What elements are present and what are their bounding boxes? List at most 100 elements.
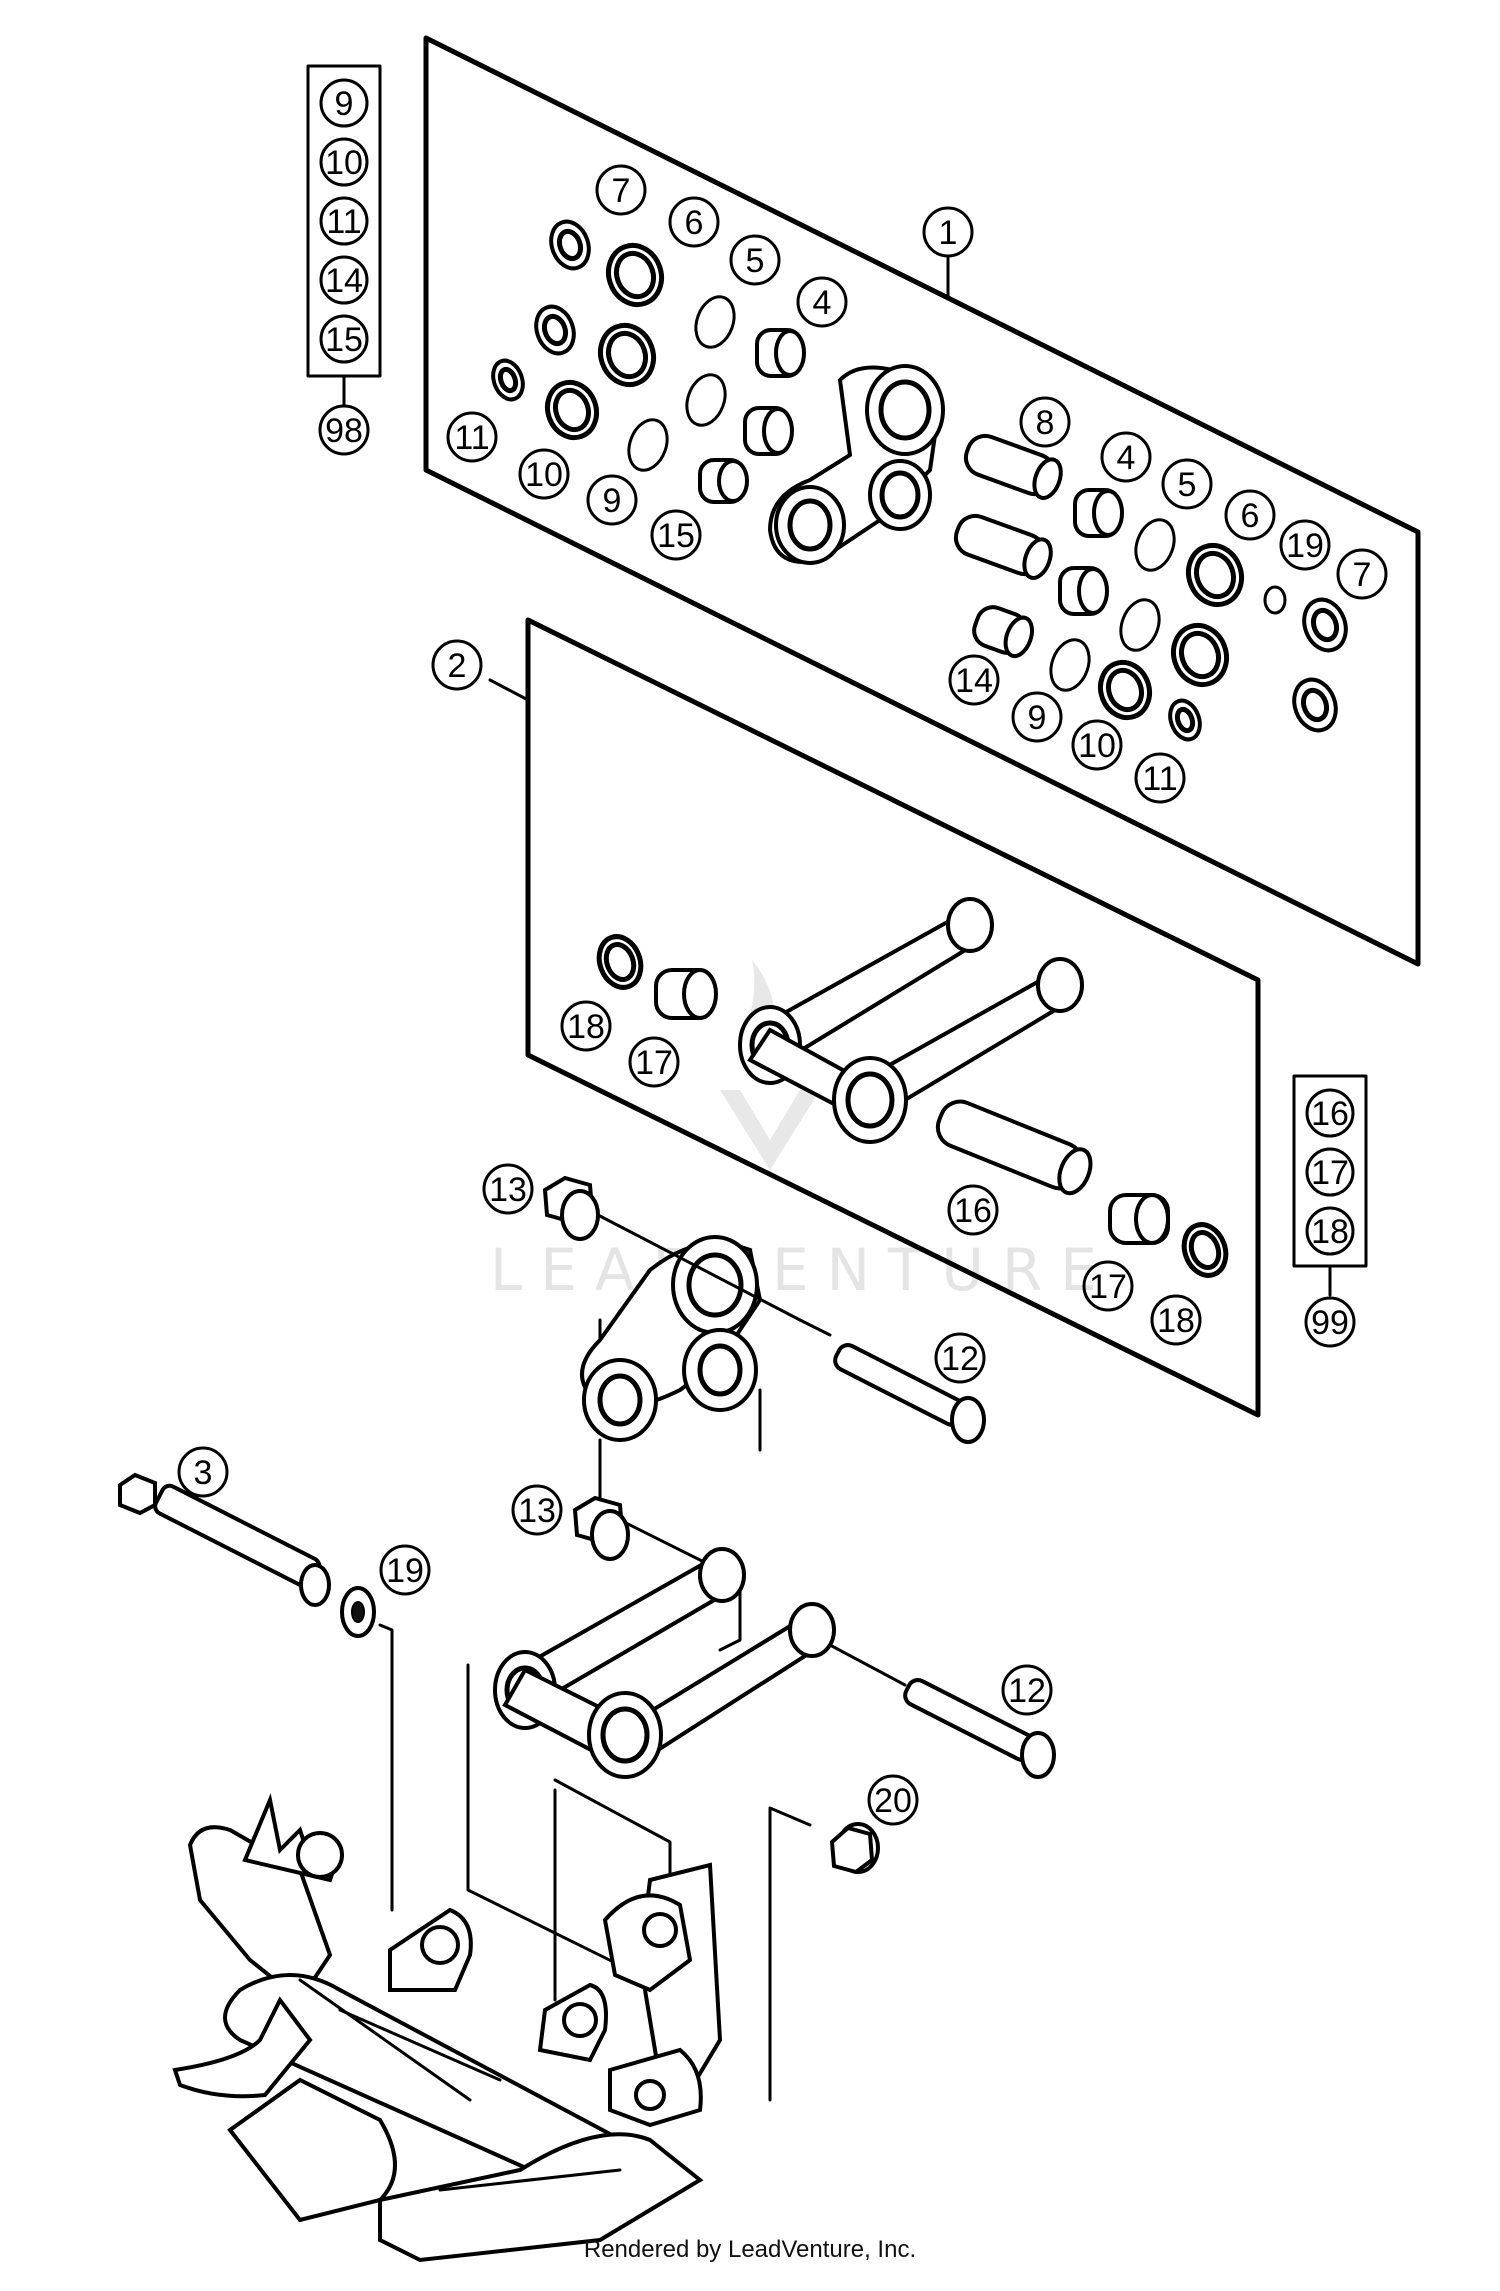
leadventure-watermark: LEADVENTURE [490, 960, 1115, 1304]
callout-12a: 12 [934, 1332, 986, 1384]
panel-2-parts [596, 897, 1229, 1278]
svg-text:8: 8 [1036, 404, 1055, 442]
callout-12b: 12 [1001, 1664, 1053, 1716]
watermark-text: LEADVENTURE [490, 1236, 1115, 1304]
svg-text:13: 13 [518, 1492, 556, 1530]
callout-10a: 10 [518, 448, 570, 500]
callout-20: 20 [867, 1774, 919, 1826]
callout-6a: 6 [668, 196, 720, 248]
kit-99-group: 16 17 18 99 [1292, 1074, 1368, 1348]
svg-text:15: 15 [325, 321, 363, 359]
callout-kit99-16: 16 [1305, 1088, 1355, 1138]
bolt-3 [118, 1472, 331, 1607]
svg-text:9: 9 [603, 482, 622, 520]
svg-text:9: 9 [1028, 699, 1047, 737]
svg-text:13: 13 [489, 1171, 527, 1209]
callout-kit98-15: 15 [319, 314, 369, 364]
bearing-parts-right [953, 433, 1348, 742]
callout-7b: 7 [1336, 548, 1388, 600]
callouts: 9 10 11 14 15 98 16 17 18 99 1 2 3 7 6 5… [177, 64, 1388, 1826]
bolt-12-upper [798, 1318, 986, 1444]
callout-4a: 4 [796, 276, 848, 328]
svg-text:20: 20 [874, 1782, 912, 1820]
kit-98-group: 9 10 11 14 15 98 [306, 64, 382, 456]
callout-11b: 11 [1134, 752, 1186, 804]
svg-text:3: 3 [194, 1454, 213, 1492]
link-rod-pair-upper [738, 897, 1084, 1144]
svg-text:12: 12 [1008, 1672, 1046, 1710]
callout-kit99-17: 17 [1305, 1147, 1355, 1197]
svg-text:17: 17 [1089, 1268, 1127, 1306]
svg-text:18: 18 [1311, 1213, 1349, 1251]
svg-text:6: 6 [685, 204, 704, 242]
svg-text:11: 11 [1142, 760, 1177, 798]
svg-text:18: 18 [567, 1008, 605, 1046]
callout-13a: 13 [482, 1163, 534, 1215]
svg-text:15: 15 [657, 517, 695, 555]
svg-text:19: 19 [1286, 527, 1324, 565]
link-lever-small [767, 364, 945, 565]
bolt-12-lower [903, 1678, 1056, 1779]
svg-text:18: 18 [1157, 1302, 1195, 1340]
svg-text:16: 16 [954, 1192, 992, 1230]
svg-text:9: 9 [335, 85, 354, 123]
callout-kit98-9: 9 [319, 78, 369, 128]
svg-text:5: 5 [746, 242, 765, 280]
callout-8: 8 [1019, 396, 1071, 448]
svg-text:5: 5 [1178, 466, 1197, 504]
callout-1: 1 [922, 206, 974, 298]
svg-text:10: 10 [525, 456, 563, 494]
svg-text:99: 99 [1311, 1304, 1349, 1342]
callout-16: 16 [947, 1184, 999, 1236]
nut-20 [768, 1806, 880, 2102]
callout-7a: 7 [595, 164, 647, 216]
svg-text:14: 14 [955, 662, 993, 700]
svg-text:19: 19 [386, 1552, 424, 1590]
callout-6b: 6 [1224, 489, 1276, 541]
callout-19b: 19 [379, 1544, 431, 1596]
callout-18b: 18 [1150, 1294, 1202, 1346]
callout-18a: 18 [560, 1000, 612, 1052]
svg-text:4: 4 [1117, 439, 1136, 477]
svg-text:11: 11 [454, 419, 489, 457]
svg-text:4: 4 [813, 284, 832, 322]
rocker-assembly [580, 1235, 763, 1652]
washer-19-lower [340, 1586, 394, 1912]
callout-4b: 4 [1100, 431, 1152, 483]
callout-2: 2 [431, 639, 483, 691]
panel-kit-1 [423, 35, 1421, 967]
callout-13b: 13 [511, 1484, 563, 1536]
callout-kit98-98: 98 [318, 404, 370, 456]
svg-text:6: 6 [1241, 497, 1260, 535]
svg-text:98: 98 [325, 412, 363, 450]
callout-5b: 5 [1161, 458, 1213, 510]
bearing-parts-left [491, 219, 806, 504]
callout-11a: 11 [446, 411, 498, 463]
callout-3: 3 [177, 1446, 229, 1498]
callout-kit98-14: 14 [319, 255, 369, 305]
svg-text:17: 17 [1311, 1154, 1349, 1192]
frame-swingarm [172, 1793, 723, 2263]
link-rod-pair-lower [493, 1547, 907, 1779]
svg-text:16: 16 [1311, 1095, 1349, 1133]
callout-19a: 19 [1279, 519, 1331, 571]
callout-14: 14 [948, 654, 1000, 706]
svg-text:10: 10 [325, 144, 363, 182]
svg-text:1: 1 [939, 214, 958, 252]
panel-kit-2 [488, 617, 1261, 1418]
svg-text:11: 11 [326, 203, 361, 241]
callout-10b: 10 [1071, 719, 1123, 771]
callout-kit99-18: 18 [1305, 1206, 1355, 1256]
svg-text:7: 7 [612, 172, 631, 210]
callout-15: 15 [650, 509, 702, 561]
callout-17a: 17 [628, 1036, 680, 1088]
svg-text:12: 12 [941, 1340, 979, 1378]
svg-text:2: 2 [448, 647, 467, 685]
svg-text:17: 17 [635, 1044, 673, 1082]
svg-text:7: 7 [1353, 556, 1372, 594]
nut-13-lower [572, 1495, 630, 1561]
callout-kit99-99: 99 [1304, 1296, 1356, 1348]
callout-9b: 9 [1011, 691, 1063, 743]
callout-17b: 17 [1082, 1260, 1134, 1312]
